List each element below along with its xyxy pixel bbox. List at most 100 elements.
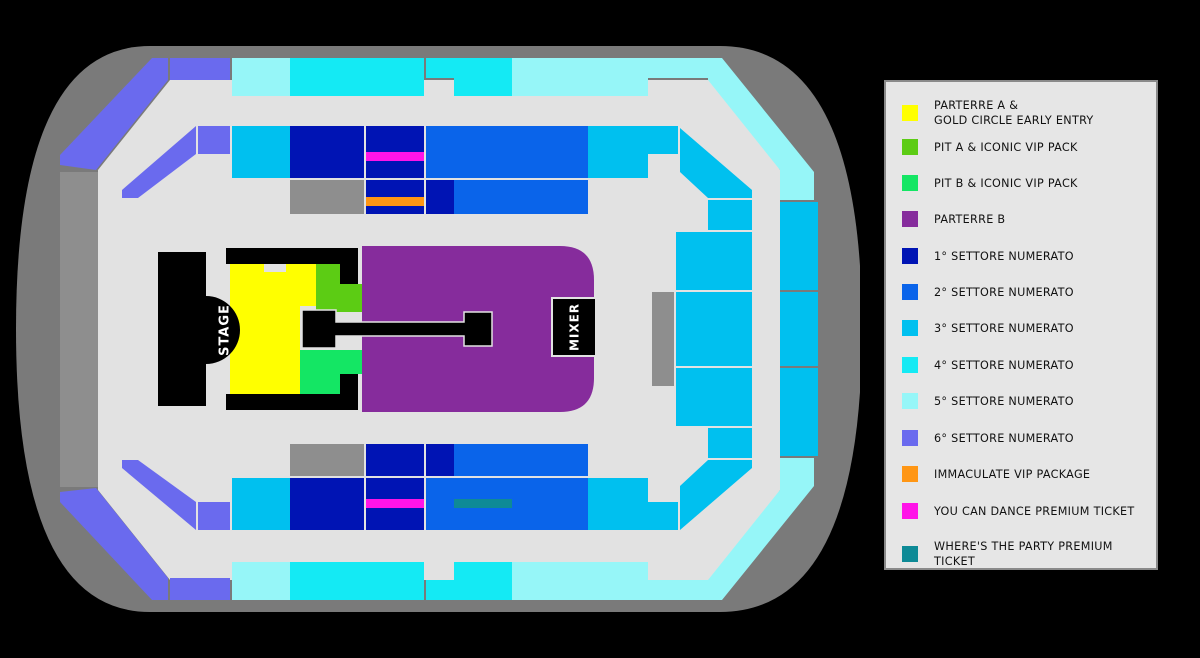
sector-6-inner-top[interactable] — [198, 126, 230, 154]
legend-label: PARTERRE A & GOLD CIRCLE EARLY ENTRY — [934, 99, 1094, 127]
mixer-label: MIXER — [568, 303, 582, 351]
sector-2-top-1[interactable] — [426, 126, 454, 178]
legend-item-wheres-the-party: WHERE'S THE PARTY PREMIUM TICKET — [902, 539, 1156, 569]
sector-4-top-4[interactable] — [454, 58, 512, 96]
sector-4-bottom-4[interactable] — [454, 562, 512, 600]
legend-item-immaculate: IMMACULATE VIP PACKAGE — [902, 466, 1090, 482]
legend-label: PIT B & ICONIC VIP PACK — [934, 176, 1078, 190]
legend-swatch — [902, 175, 918, 191]
sector-3-top-2[interactable] — [588, 126, 648, 178]
legend-label: 2° SETTORE NUMERATO — [934, 285, 1074, 299]
legend-label: IMMACULATE VIP PACKAGE — [934, 467, 1091, 481]
sector-6-inner-top-left[interactable] — [122, 126, 196, 198]
sector-5-bottom-3[interactable] — [588, 562, 648, 600]
sector-1-top-4[interactable] — [426, 180, 454, 214]
sector-6-inner-bottom[interactable] — [198, 502, 230, 530]
legend-swatch — [902, 139, 918, 155]
legend-label: YOU CAN DANCE PREMIUM TICKET — [934, 504, 1135, 518]
stage — [158, 252, 240, 406]
sector-gray-top — [290, 180, 364, 214]
sector-4-bottom-3[interactable] — [426, 580, 454, 600]
mixer-box — [551, 297, 597, 357]
legend-label: PIT A & ICONIC VIP PACK — [934, 140, 1078, 154]
sector-4-top-2[interactable] — [366, 58, 424, 96]
sector-3-bottom-1[interactable] — [232, 478, 290, 530]
sector-1-bottom-2[interactable] — [426, 444, 454, 476]
sector-3-right-d[interactable] — [676, 368, 752, 426]
sector-4-bottom-1[interactable] — [290, 562, 366, 600]
sector-4-top-1[interactable] — [290, 58, 366, 96]
sector-5-bottom-2[interactable] — [512, 562, 588, 600]
sector-6-left-lower[interactable] — [60, 488, 168, 600]
sector-3-top-3[interactable] — [648, 126, 678, 154]
sector-3-top-1[interactable] — [232, 126, 290, 178]
stage-frame-right-bottom — [340, 374, 358, 410]
sector-5-top-right-corner[interactable] — [708, 58, 814, 200]
sector-2-top-5[interactable] — [512, 180, 588, 214]
immaculate-vip-top[interactable] — [366, 197, 424, 206]
pit-a[interactable] — [316, 264, 362, 312]
sector-1-bottom-1[interactable] — [366, 444, 424, 476]
sector-4-bottom-2[interactable] — [366, 562, 424, 600]
sector-3-right-outer-b[interactable] — [780, 292, 818, 366]
sector-5-top-1[interactable] — [232, 58, 290, 96]
pit-b[interactable] — [300, 350, 362, 394]
sector-3-right-a[interactable] — [708, 200, 752, 230]
sector-4-top-3[interactable] — [426, 58, 454, 78]
sector-2-top-4[interactable] — [454, 180, 512, 214]
legend-item-s3: 3° SETTORE NUMERATO — [902, 320, 1074, 336]
legend-label: WHERE'S THE PARTY PREMIUM TICKET — [934, 540, 1113, 568]
legend-swatch — [902, 211, 918, 227]
sector-5-top-4[interactable] — [648, 58, 708, 78]
legend-swatch — [902, 248, 918, 264]
legend-item-s4: 4° SETTORE NUMERATO — [902, 357, 1074, 373]
sector-5-bottom-right-corner[interactable] — [708, 458, 814, 600]
legend-item-parterre-a: PARTERRE A & GOLD CIRCLE EARLY ENTRY — [902, 98, 1094, 128]
sector-1-top-1[interactable] — [290, 126, 364, 178]
sector-3-bottom-right-diag[interactable] — [680, 460, 752, 530]
sector-6-top-left[interactable] — [170, 58, 230, 80]
legend-swatch — [902, 105, 918, 121]
wheres-the-party-bottom[interactable] — [454, 499, 512, 508]
legend-label: 5° SETTORE NUMERATO — [934, 394, 1074, 408]
legend-panel: PARTERRE A & GOLD CIRCLE EARLY ENTRY PIT … — [884, 80, 1158, 570]
stage-label: STAGE — [218, 304, 233, 356]
sector-5-bottom-1[interactable] — [232, 562, 290, 600]
sector-end-left[interactable] — [60, 172, 98, 487]
sector-2-bottom-1[interactable] — [454, 444, 512, 476]
legend-label: 6° SETTORE NUMERATO — [934, 431, 1074, 445]
sector-3-bottom-2[interactable] — [588, 478, 648, 530]
sector-2-top-2[interactable] — [454, 126, 512, 178]
sector-6-inner-bottom-left[interactable] — [122, 460, 196, 530]
you-can-dance-top[interactable] — [366, 152, 424, 161]
sector-3-top-right-diag[interactable] — [680, 128, 752, 198]
sector-5-top-2[interactable] — [512, 58, 588, 96]
sector-2-bottom-3[interactable] — [426, 478, 454, 530]
sector-2-bottom-5[interactable] — [512, 478, 588, 530]
sector-3-bottom-3[interactable] — [648, 502, 678, 530]
sector-3-right-c[interactable] — [676, 292, 752, 366]
sector-2-bottom-2[interactable] — [512, 444, 588, 476]
legend-swatch — [902, 466, 918, 482]
sector-3-right-e[interactable] — [708, 428, 752, 458]
legend-swatch — [902, 320, 918, 336]
legend-swatch — [902, 430, 918, 446]
sector-3-right-outer-c[interactable] — [780, 368, 818, 456]
legend-item-s5: 5° SETTORE NUMERATO — [902, 393, 1074, 409]
legend-label: PARTERRE B — [934, 212, 1006, 226]
sector-6-bottom-left[interactable] — [170, 578, 230, 600]
sector-6-left-upper[interactable] — [60, 58, 168, 170]
legend-label: 1° SETTORE NUMERATO — [934, 249, 1074, 263]
catwalk — [301, 309, 493, 349]
legend-label: 4° SETTORE NUMERATO — [934, 358, 1074, 372]
sector-5-top-3[interactable] — [588, 58, 648, 96]
legend-item-pit-b: PIT B & ICONIC VIP PACK — [902, 175, 1078, 191]
parterre-a[interactable] — [230, 264, 316, 394]
sector-3-right-outer-a[interactable] — [780, 202, 818, 290]
legend-item-s6: 6° SETTORE NUMERATO — [902, 430, 1074, 446]
you-can-dance-bottom[interactable] — [366, 499, 424, 508]
sector-1-bottom-3[interactable] — [290, 478, 364, 530]
sector-3-right-b[interactable] — [676, 232, 752, 290]
sector-5-bottom-4[interactable] — [648, 580, 708, 600]
sector-2-top-3[interactable] — [512, 126, 588, 178]
